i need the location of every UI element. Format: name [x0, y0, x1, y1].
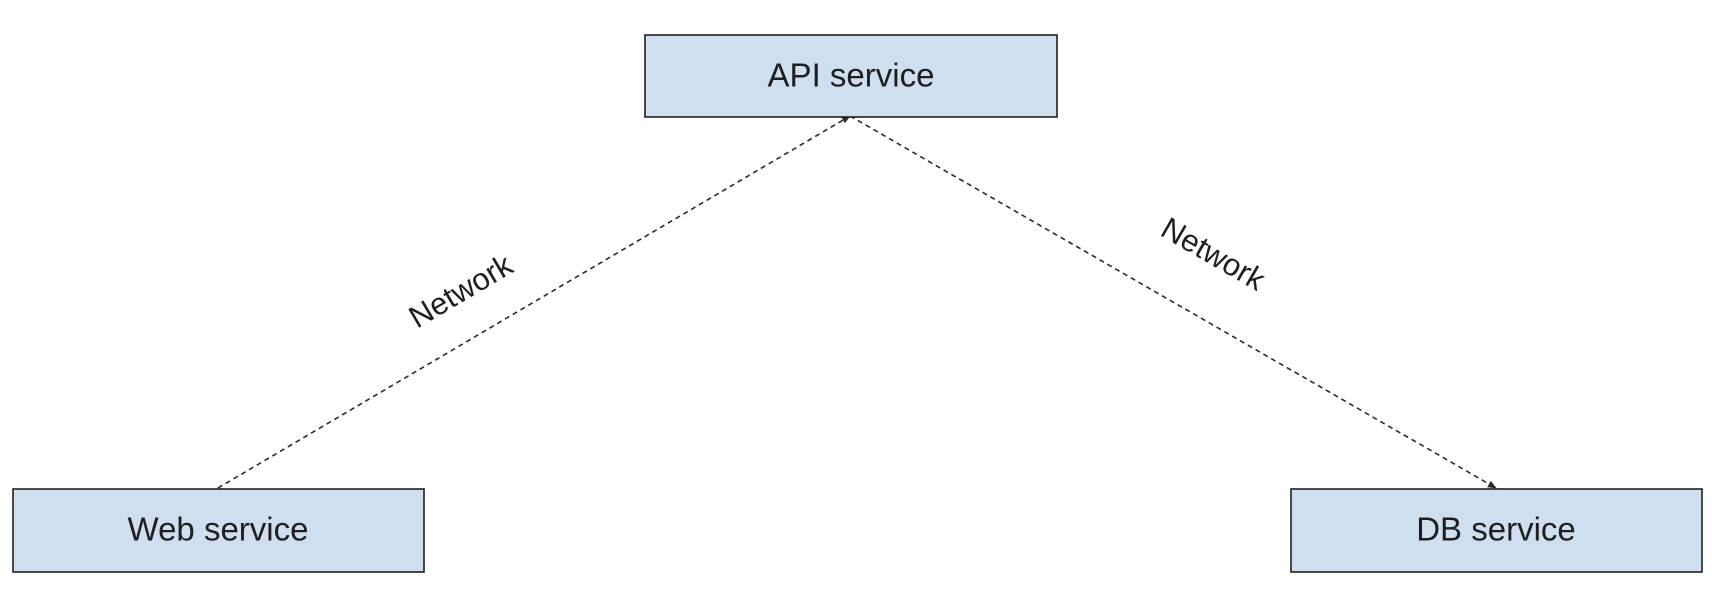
node-web-service[interactable]: Web service: [12, 488, 425, 573]
edge-label-api-db: Network: [1155, 210, 1271, 297]
node-label-web: Web service: [128, 511, 309, 548]
node-box-db: [1290, 488, 1703, 573]
node-api-service[interactable]: API service: [644, 34, 1058, 118]
edge-line-web-api: [217, 115, 851, 489]
node-label-db: DB service: [1416, 511, 1576, 548]
node-box-api: [644, 34, 1058, 118]
node-db-service[interactable]: DB service: [1290, 488, 1703, 573]
edge-api-to-db: Network: [849, 115, 1497, 489]
edge-line-api-db: [849, 115, 1497, 489]
node-label-api: API service: [768, 57, 935, 94]
node-box-web: [12, 488, 425, 573]
edge-web-to-api: Network: [217, 115, 851, 489]
